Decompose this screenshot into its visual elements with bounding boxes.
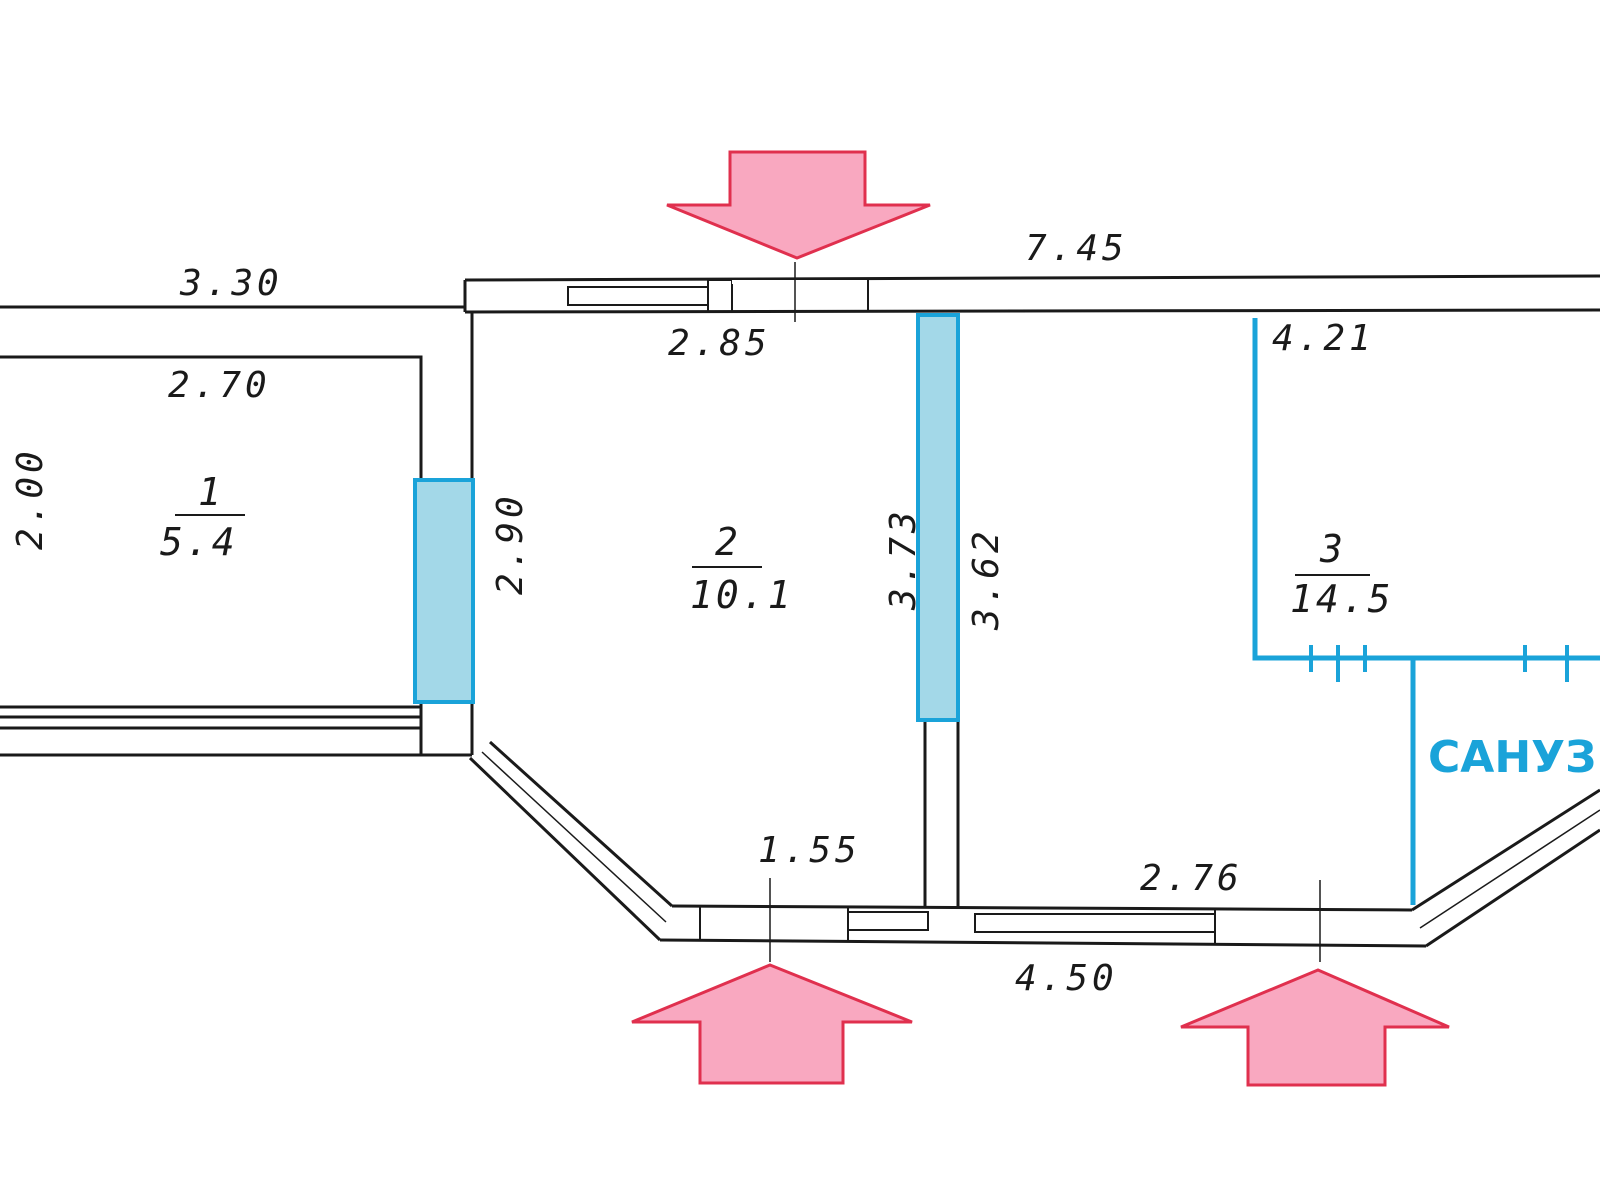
partition-2-3 [916,313,960,722]
wall-bottom-inner [671,904,1413,912]
room1-wall [0,355,423,480]
room3-number: 3 [1319,527,1346,571]
dimension-labels: 3.30 7.45 2.85 2.70 2.00 2.90 3.73 3.62 … [10,228,1375,999]
arrow-bottom-right [1180,968,1450,1087]
dim-bottom-total: 4.50 [1015,958,1118,999]
wall-top-inner [464,308,1600,314]
top-window-a [567,286,709,306]
bottom-window-b [974,913,1216,933]
dim-room3-top: 4.21 [1272,318,1375,359]
bathroom-label: САНУЗЕЛ [1428,732,1600,783]
entry-arrows [631,150,1450,1087]
bathroom-outline [1252,318,1600,905]
room2-number: 2 [715,520,741,564]
room1-number: 1 [198,470,224,514]
diag-left-inner [488,740,674,908]
partition-1-2 [413,478,475,704]
dim-wall-1-2: 2.90 [490,492,531,595]
diag-left-mid [481,751,667,923]
bottom-window-a [847,911,929,931]
room-labels: 1 5.4 2 10.1 3 14.5 [160,470,1394,621]
dim-wall-left-2-3: 3.73 [883,507,924,611]
arrow-bottom-left [631,963,913,1085]
wall-bottom-outer [659,938,1427,948]
top-window-b [707,279,733,313]
wall-top-outer [464,274,1600,282]
dim-room1-height: 2.00 [10,447,51,550]
dim-bottom-mid: 2.76 [1140,858,1243,899]
dim-room1-width: 2.70 [168,365,271,406]
diag-right-outer [1425,828,1600,948]
arrow-top [666,150,931,260]
dim-top-right: 7.45 [1025,228,1128,269]
dim-bottom-window: 1.55 [758,830,861,871]
dim-wall-right-2-3: 3.62 [966,527,1007,631]
room3-area: 14.5 [1290,577,1394,621]
bathroom-wall-top [1252,318,1600,661]
partitions [413,313,960,722]
diag-right-inner [1411,788,1600,912]
room1-area: 5.4 [160,520,238,564]
room2-area: 10.1 [690,573,794,617]
diag-right-mid [1419,809,1600,929]
dim-top-mid: 2.85 [668,323,771,364]
walls [0,262,1600,962]
dim-top-left: 3.30 [179,263,283,304]
diag-left-outer [468,756,662,942]
